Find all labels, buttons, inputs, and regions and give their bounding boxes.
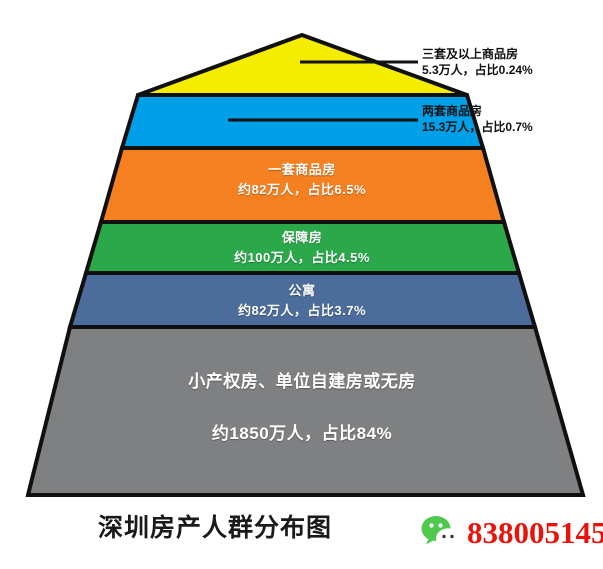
pyramid-band-affordable (83, 220, 522, 275)
pyramid-band-base (25, 325, 586, 497)
watermark-number: 838005145 (467, 515, 603, 550)
callout-two-homes: 两套商品房 15.3万人，占比0.7% (422, 103, 533, 135)
pyramid-band-one-home (98, 146, 507, 224)
pyramid-band-three-plus-homes (137, 32, 468, 97)
callout-three-plus-homes: 三套及以上商品房 5.3万人，占比0.24% (422, 46, 533, 78)
watermark: 838005145 (421, 510, 603, 556)
wechat-icon (421, 513, 461, 553)
callout-two-detail: 15.3万人，占比0.7% (422, 120, 533, 135)
callout-three-plus-title: 三套及以上商品房 (422, 47, 519, 61)
chart-title: 深圳房产人群分布图 (97, 514, 332, 542)
pyramid-band-apartment (67, 271, 538, 329)
callout-two-title: 两套商品房 (422, 104, 483, 118)
callout-three-plus-detail: 5.3万人，占比0.24% (422, 63, 533, 78)
